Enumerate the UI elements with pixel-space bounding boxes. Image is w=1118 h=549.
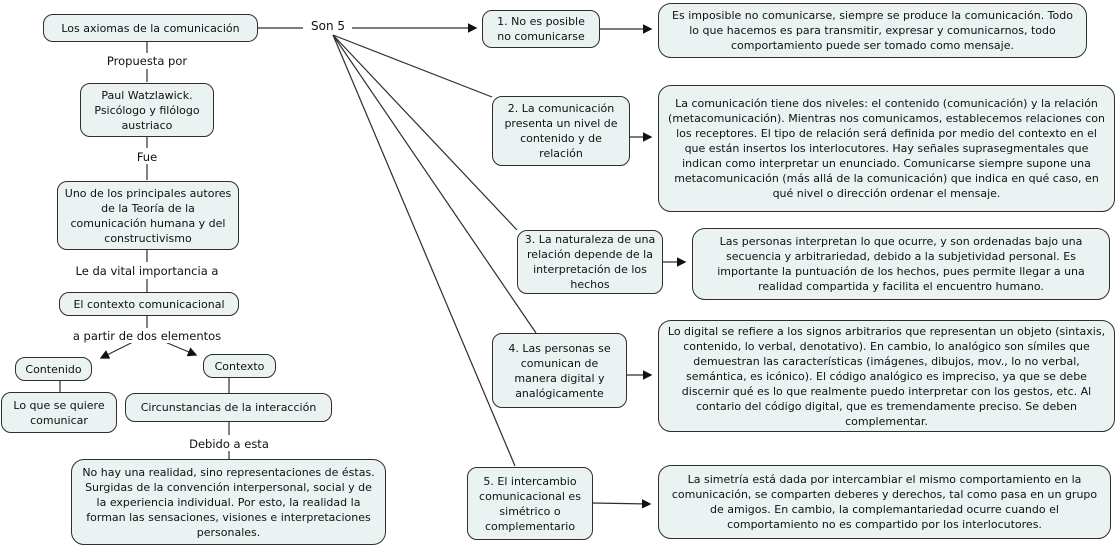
node-contexto-definicion[interactable]: Circunstancias de la interacción [125, 393, 332, 422]
connector-line [332, 34, 493, 98]
node-axiom-3[interactable]: 3. La naturaleza de una relación depende… [517, 230, 663, 294]
node-contenido-definicion[interactable]: Lo que se quiere comunicar [1, 392, 117, 433]
link-label-debido-a-esta[interactable]: Debido a esta [184, 437, 274, 451]
node-contexto[interactable]: Contexto [203, 354, 276, 378]
node-root-axiomas[interactable]: Los axiomas de la comunicación [43, 14, 258, 42]
node-axiom-5-description[interactable]: La simetría está dada por intercambiar e… [658, 465, 1111, 539]
connector-line [332, 34, 537, 334]
node-axiom-1[interactable]: 1. No es posible no comunicarse [482, 10, 600, 48]
node-contenido[interactable]: Contenido [15, 357, 92, 381]
connector-line [332, 34, 516, 467]
node-realidad-representaciones[interactable]: No hay una realidad, sino representacion… [71, 459, 386, 545]
node-axiom-2[interactable]: 2. La comunicación presenta un nivel de … [492, 96, 630, 166]
node-author-role[interactable]: Uno de los principales autores de la Teo… [57, 181, 239, 250]
connector-line [332, 34, 518, 231]
node-axiom-2-description[interactable]: La comunicación tiene dos niveles: el co… [658, 85, 1115, 212]
node-author-watzlawick[interactable]: Paul Watzlawick. Psicólogo y filólogo au… [80, 83, 214, 137]
link-label-son-5[interactable]: Son 5 [306, 19, 350, 33]
arrow-connector [99, 341, 134, 359]
node-axiom-5[interactable]: 5. El intercambio comunicacional es simé… [467, 467, 593, 540]
arrow-connector [164, 341, 198, 357]
link-label-fue[interactable]: Fue [117, 150, 177, 164]
node-axiom-3-description[interactable]: Las personas interpretan lo que ocurre, … [692, 228, 1110, 300]
arrow-connector [591, 499, 652, 509]
node-axiom-4-description[interactable]: Lo digital se refiere a los signos arbit… [658, 320, 1115, 432]
node-contexto-comunicacional[interactable]: El contexto comunicacional [59, 292, 239, 316]
link-label-a-partir-dos-elementos[interactable]: a partir de dos elementos [57, 329, 237, 343]
link-label-le-da-importancia[interactable]: Le da vital importancia a [57, 264, 237, 278]
node-axiom-4[interactable]: 4. Las personas se comunican de manera d… [492, 333, 627, 408]
link-label-propuesta-por[interactable]: Propuesta por [87, 54, 207, 68]
node-axiom-1-description[interactable]: Es imposible no comunicarse, siempre se … [658, 3, 1087, 58]
